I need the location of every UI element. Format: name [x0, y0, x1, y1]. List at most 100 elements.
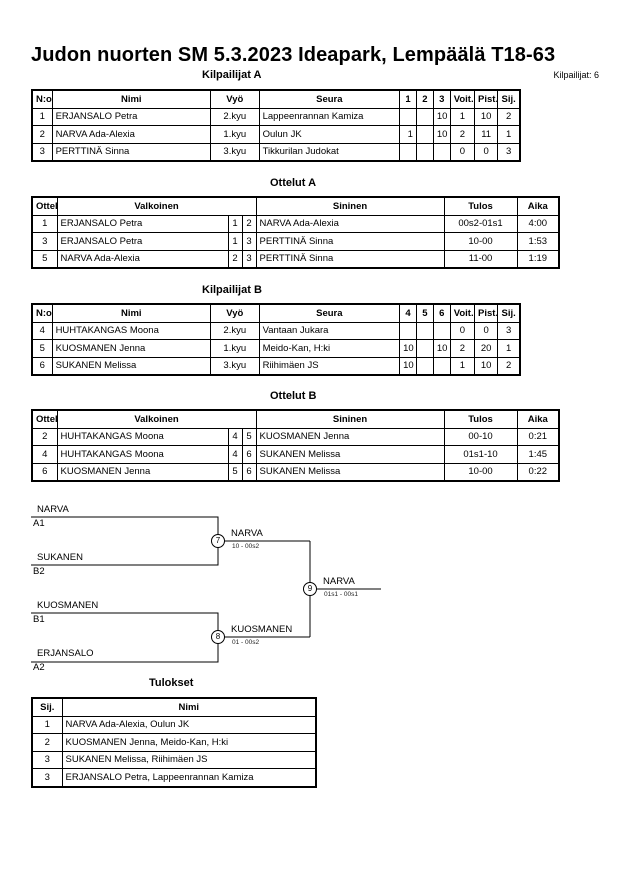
bracket-match-9-circle: 9 — [303, 582, 317, 596]
col-header-result: Tulos — [443, 409, 518, 429]
cell-wins: 0 — [449, 142, 476, 162]
cell-club: Tikkurilan Judokat — [258, 142, 401, 162]
col-header-time: Aika — [516, 409, 560, 429]
cell-place: 3 — [31, 768, 63, 787]
col-header-wins: Voit. — [449, 89, 476, 109]
table-row: 3 SUKANEN Melissa, Riihimäen JS — [31, 750, 317, 769]
col-header-club: Seura — [258, 303, 401, 323]
cell-name-club: SUKANEN Melissa, Riihimäen JS — [61, 750, 317, 769]
table-row: 1 ERJANSALO Petra 1 2 NARVA Ada-Alexia 0… — [31, 214, 560, 233]
cell-name-club: NARVA Ada-Alexia, Oulun JK — [61, 715, 317, 734]
col-header-name: Nimi — [61, 697, 317, 717]
table-row: 3 ERJANSALO Petra 1 3 PERTTINÄ Sinna 10-… — [31, 232, 560, 251]
results-title: Tulokset — [149, 677, 194, 689]
cell-belt: 3.kyu — [210, 356, 260, 376]
cell-name-club: KUOSMANEN Jenna, Meido-Kan, H:ki — [61, 733, 317, 752]
cell-name: PERTTINÄ Sinna — [51, 142, 212, 162]
cell-result: 10-00 — [443, 462, 518, 482]
table-row: 2 HUHTAKANGAS Moona 4 5 KUOSMANEN Jenna … — [31, 427, 560, 446]
col-header-result: Tulos — [443, 196, 518, 216]
col-header-no: N:o — [31, 303, 53, 323]
col-header-white: Valkoinen — [56, 409, 257, 429]
pool-b-title: Kilpailijat B — [202, 284, 262, 296]
bracket-match-8-circle: 8 — [211, 630, 225, 644]
col-header-wins: Voit. — [449, 303, 476, 323]
bracket-semi1-winner: NARVA — [231, 528, 263, 539]
bracket-final-score: 01s1 - 00s1 — [324, 591, 358, 598]
cell-no: 6 — [31, 356, 53, 376]
cell-time: 1:19 — [516, 249, 560, 269]
bracket-match-7-circle: 7 — [211, 534, 225, 548]
bracket-semi2-winner: KUOSMANEN — [231, 624, 293, 635]
cell-place: 3 — [497, 142, 521, 162]
cell-wins: 1 — [449, 356, 476, 376]
pool-b-header-row: N:o Nimi Vyö Seura 4 5 6 Voit. Pist. Sij… — [31, 303, 521, 323]
pool-a-title: Kilpailijat A — [202, 69, 262, 81]
col-header-name: Nimi — [51, 303, 212, 323]
pool-b-table: N:o Nimi Vyö Seura 4 5 6 Voit. Pist. Sij… — [31, 303, 521, 376]
cell-place: 2 — [497, 356, 521, 376]
cell-belt: 3.kyu — [210, 142, 260, 162]
results-header-row: Sij. Nimi — [31, 697, 317, 717]
cell-wins: 2 — [449, 339, 476, 358]
matches-a-header-row: Ottelu Valkoinen Sininen Tulos Aika — [31, 196, 560, 216]
table-row: 1 ERJANSALO Petra 2.kyu Lappeenrannan Ka… — [31, 107, 521, 126]
page-title: Judon nuorten SM 5.3.2023 Ideapark, Lemp… — [31, 44, 556, 66]
cell-blue-no: 6 — [241, 462, 257, 482]
cell-place: 1 — [497, 339, 521, 358]
col-header-white: Valkoinen — [56, 196, 257, 216]
table-row: 1 NARVA Ada-Alexia, Oulun JK — [31, 715, 317, 734]
matches-a-table: Ottelu Valkoinen Sininen Tulos Aika 1 ER… — [31, 196, 561, 269]
col-header-club: Seura — [258, 89, 401, 109]
matches-b-title: Ottelut B — [270, 390, 317, 402]
table-row: 4 HUHTAKANGAS Moona 4 6 SUKANEN Melissa … — [31, 445, 560, 464]
table-row: 2 NARVA Ada-Alexia 1.kyu Oulun JK 1 10 2… — [31, 125, 521, 144]
bracket-semi1-score: 10 - 00s2 — [232, 543, 260, 550]
bracket-semi2-top-seed: B1 — [33, 614, 45, 625]
table-row: 5 NARVA Ada-Alexia 2 3 PERTTINÄ Sinna 11… — [31, 249, 560, 269]
bracket-semi1-top-name: NARVA — [37, 504, 69, 515]
col-header-match: Ottelu — [31, 409, 58, 429]
col-header-points: Pist. — [474, 303, 499, 323]
col-header-no: N:o — [31, 89, 53, 109]
cell-blue-name: PERTTINÄ Sinna — [255, 249, 445, 269]
table-row: 5 KUOSMANEN Jenna 1.kyu Meido-Kan, H:ki … — [31, 339, 521, 358]
competitor-count: Kilpailijat: 6 — [553, 70, 599, 80]
bracket-semi2-score: 01 - 00s2 — [232, 639, 260, 646]
col-header-name: Nimi — [51, 89, 212, 109]
matches-a-title: Ottelut A — [270, 177, 317, 189]
bracket-semi2-bottom-name: ERJANSALO — [37, 648, 94, 659]
cell-place: 2 — [31, 733, 63, 752]
table-row: 3 ERJANSALO Petra, Lappeenrannan Kamiza — [31, 768, 317, 787]
matches-b-table: Ottelu Valkoinen Sininen Tulos Aika 2 HU… — [31, 409, 561, 482]
cell-club: Riihimäen JS — [258, 356, 401, 376]
col-header-belt: Vyö — [210, 89, 260, 109]
cell-time: 0:21 — [516, 427, 560, 446]
cell-time: 0:22 — [516, 462, 560, 482]
col-header-match: Ottelu — [31, 196, 58, 216]
table-row: 3 PERTTINÄ Sinna 3.kyu Tikkurilan Judoka… — [31, 142, 521, 162]
cell-blue-no: 3 — [241, 249, 257, 269]
results-table: Sij. Nimi 1 NARVA Ada-Alexia, Oulun JK 2… — [31, 697, 317, 788]
bracket-final-winner: NARVA — [323, 576, 355, 587]
table-row: 2 KUOSMANEN Jenna, Meido-Kan, H:ki — [31, 733, 317, 752]
cell-no: 3 — [31, 142, 53, 162]
col-header-vs-6: 6 — [432, 303, 451, 323]
pool-a-header-row: N:o Nimi Vyö Seura 1 2 3 Voit. Pist. Sij… — [31, 89, 521, 109]
col-header-time: Aika — [516, 196, 560, 216]
bracket-semi2-bottom-seed: A2 — [33, 662, 45, 673]
table-row: 4 HUHTAKANGAS Moona 2.kyu Vantaan Jukara… — [31, 321, 521, 340]
cell-place: 1 — [31, 715, 63, 734]
col-header-place: Sij. — [497, 89, 521, 109]
bracket-semi1-bottom-name: SUKANEN — [37, 552, 83, 563]
col-header-place: Sij. — [31, 697, 63, 717]
col-header-vs-2: 2 — [415, 89, 434, 109]
cell-blue-name: SUKANEN Melissa — [255, 462, 445, 482]
col-header-points: Pist. — [474, 89, 499, 109]
pool-a-table: N:o Nimi Vyö Seura 1 2 3 Voit. Pist. Sij… — [31, 89, 521, 162]
cell-name: SUKANEN Melissa — [51, 356, 212, 376]
bracket-semi2-top-name: KUOSMANEN — [37, 600, 99, 611]
col-header-blue: Sininen — [255, 196, 445, 216]
table-row: 6 KUOSMANEN Jenna 5 6 SUKANEN Melissa 10… — [31, 462, 560, 482]
cell-points: 0 — [474, 142, 499, 162]
